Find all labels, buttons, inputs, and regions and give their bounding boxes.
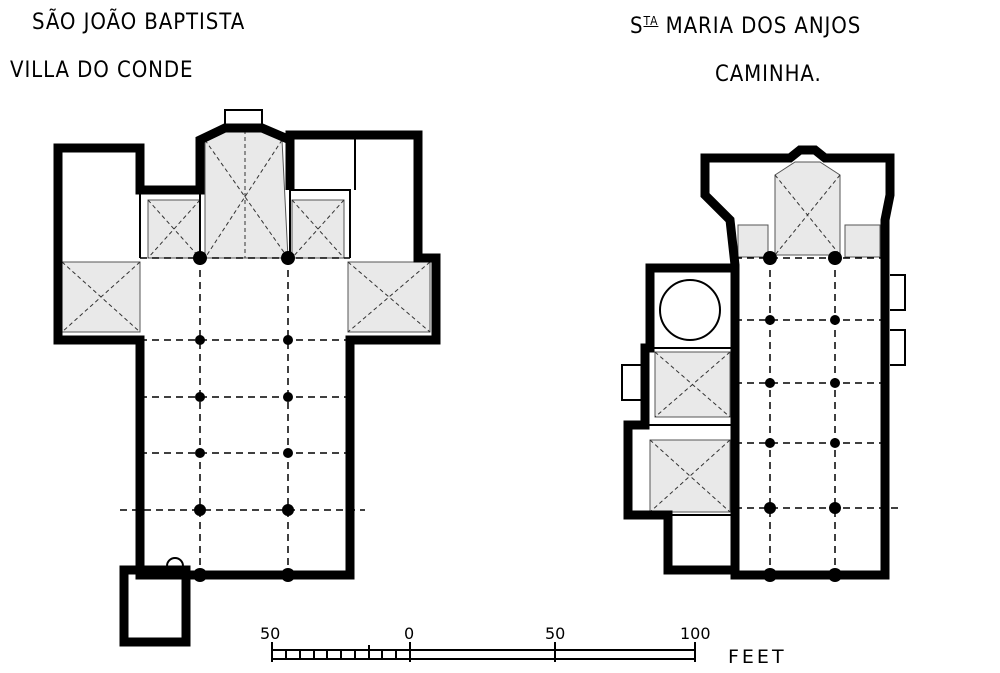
plan-2-round-chamber <box>659 279 721 341</box>
plan-1-arcade-lines <box>120 257 365 575</box>
plan-1-sao-joao-baptista <box>53 109 441 647</box>
scale-unit: FEET <box>728 646 787 668</box>
scale-label-50: 50 <box>545 624 566 643</box>
plan-1-title: SÃO JOÃO BAPTISTA <box>32 10 246 35</box>
plan-2-side-chapels <box>623 263 735 575</box>
plan-1-place: VILLA DO CONDE <box>10 58 194 83</box>
plan-2-place: CAMINHA. <box>715 62 822 87</box>
plan-2-title-group: STA MARIA DOS ANJOS <box>630 14 861 39</box>
plan-2-title: MARIA DOS ANJOS <box>665 14 862 39</box>
plan-1-stair <box>166 557 184 575</box>
plan-1-piers <box>193 251 295 582</box>
plan-2-title-superscript: TA <box>643 14 659 28</box>
plan-2-vaults <box>649 161 881 513</box>
plan-2-title-prefix: S <box>630 14 644 39</box>
scale-bar <box>271 642 696 662</box>
plan-2-sta-maria-dos-anjos <box>621 145 906 582</box>
plan-2-arcade-lines <box>735 257 900 575</box>
plan-2-piers <box>763 251 842 582</box>
plan-1-tower <box>119 565 191 647</box>
scale-label-50-left: 50 <box>260 624 281 643</box>
plan-1-vaults <box>61 129 431 333</box>
plan-2-outer-walls <box>700 145 895 580</box>
scale-label-0: 0 <box>404 624 415 643</box>
scale-label-100: 100 <box>680 624 711 643</box>
